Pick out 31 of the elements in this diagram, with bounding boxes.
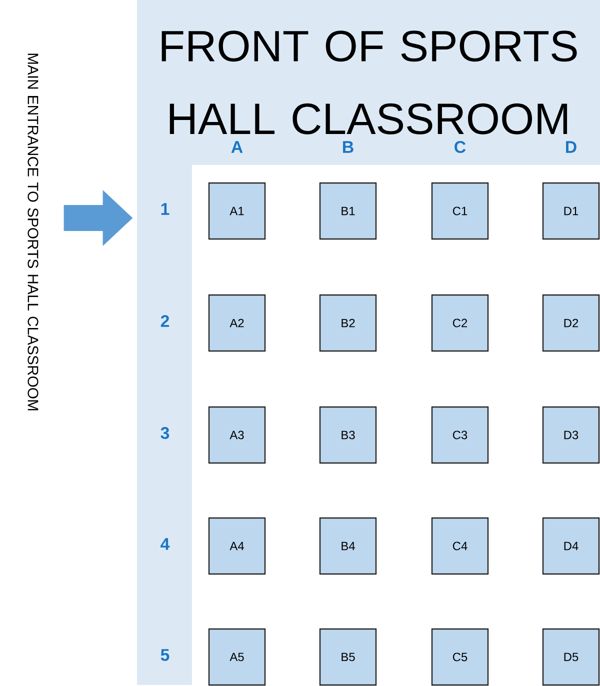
desk-box: B3: [319, 406, 377, 464]
desk-box: B2: [319, 294, 377, 352]
desk-box: A1: [208, 182, 266, 240]
desk-box: D5: [542, 628, 600, 686]
row-number: 2: [160, 315, 170, 327]
side-band: [137, 165, 192, 685]
desk-box: D4: [542, 517, 600, 575]
desk-box: C3: [431, 406, 489, 464]
desk-box: D1: [542, 182, 600, 240]
desk-box: C1: [431, 182, 489, 240]
row-number: 4: [160, 538, 170, 550]
desk-box: A2: [208, 294, 266, 352]
desk-box: A3: [208, 406, 266, 464]
row-number: 5: [160, 649, 170, 661]
column-letter: A: [231, 141, 243, 153]
desk-box: B1: [319, 182, 377, 240]
desk-box: A5: [208, 628, 266, 686]
desk-box: D2: [542, 294, 600, 352]
column-letter: D: [566, 141, 576, 153]
desk-box: B5: [319, 628, 377, 686]
desk-box: A4: [208, 517, 266, 575]
desk-box: D3: [542, 406, 600, 464]
desk-box: B4: [319, 517, 377, 575]
row-number: 1: [161, 203, 170, 215]
desk-box: C5: [431, 628, 489, 686]
column-letter: C: [454, 141, 466, 153]
row-number: 3: [160, 427, 170, 439]
desk-box: C2: [431, 294, 489, 352]
desk-box: C4: [431, 517, 489, 575]
column-letter: B: [343, 141, 354, 153]
entrance-text: MAIN ENTRANCE TO SPORTS HALL CLASSROOM: [28, 54, 38, 410]
